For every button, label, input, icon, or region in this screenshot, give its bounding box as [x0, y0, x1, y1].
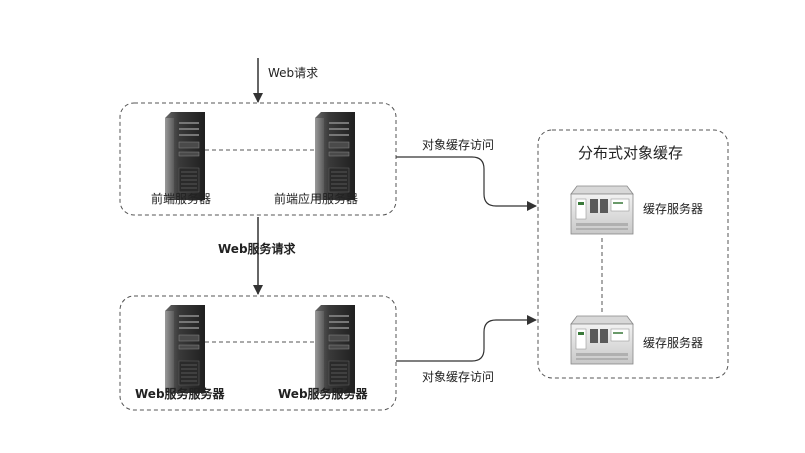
- web-service-server-label-2: Web服务服务器: [278, 386, 369, 401]
- web-service-server-label-1: Web服务服务器: [135, 386, 226, 401]
- cache-server-label-2: 缓存服务器: [643, 335, 703, 350]
- cache-access-label-top: 对象缓存访问: [422, 138, 494, 152]
- server-tower-icon: [164, 111, 206, 201]
- front-app-server-label: 前端应用服务器: [274, 191, 358, 206]
- cache-access-arrow-bottom: [396, 315, 537, 362]
- front-server-label: 前端服务器: [151, 191, 211, 206]
- server-tower-icon: [164, 304, 206, 394]
- web-request-label: Web请求: [268, 66, 318, 80]
- server-tower-icon: [314, 111, 356, 201]
- distributed-cache-group: [537, 129, 729, 379]
- cache-server-label-1: 缓存服务器: [643, 201, 703, 216]
- cache-server-icon: [570, 315, 634, 365]
- server-tower-icon: [314, 304, 356, 394]
- front-server-group: [119, 102, 397, 216]
- cache-access-label-bottom: 对象缓存访问: [422, 370, 494, 384]
- cache-server-icon: [570, 185, 634, 235]
- cache-access-arrow-top: [396, 156, 537, 211]
- distributed-cache-title: 分布式对象缓存: [578, 144, 683, 162]
- web-service-request-label: Web服务请求: [218, 241, 297, 256]
